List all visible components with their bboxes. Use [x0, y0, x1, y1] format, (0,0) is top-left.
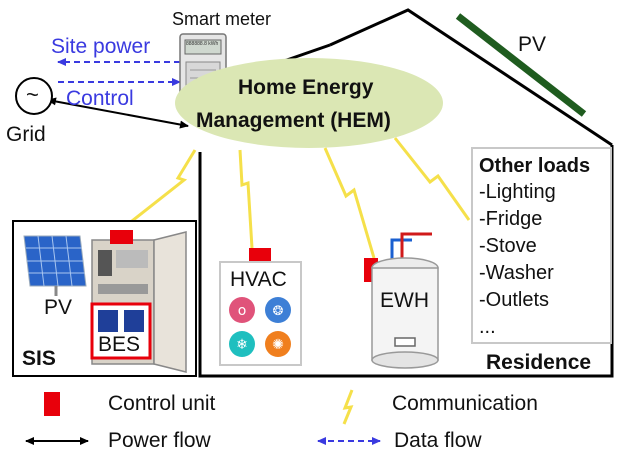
legend-control-unit-label: Control unit [108, 392, 216, 415]
grid-power-arrow [47, 97, 189, 129]
legend-control-unit-swatch [44, 392, 60, 416]
other-loads-item: -Stove [479, 235, 537, 257]
comm-bolt-sis [117, 149, 197, 234]
legend-communication-label: Communication [392, 392, 538, 415]
hvac-vent-icon [265, 331, 291, 357]
hvac-cool-icon [229, 331, 255, 357]
site-power-label: Site power [51, 35, 151, 58]
residence-label: Residence [486, 351, 592, 374]
comm-bolt-hvac [238, 149, 254, 249]
other-loads-box: Other loads -Lighting -Fridge -Stove -Wa… [471, 147, 612, 344]
other-loads-title: Other loads [479, 155, 591, 177]
smart-meter-label: Smart meter [172, 9, 272, 29]
control-label: Control [66, 87, 134, 110]
hem-ellipse [175, 58, 443, 148]
sis-solar-panel-icon [23, 235, 87, 296]
bes-battery-right [124, 310, 144, 332]
other-loads-item: -Lighting [479, 181, 556, 203]
svg-text:❂: ❂ [273, 304, 284, 319]
sis-label: SIS [22, 347, 56, 370]
control-unit-hvac [249, 248, 271, 262]
hem-title-line1: Home Energy [238, 76, 374, 99]
legend-data-flow-label: Data flow [394, 429, 482, 452]
comm-bolt-ewh [323, 147, 376, 259]
grid-symbol [15, 77, 53, 115]
svg-text:o: o [238, 303, 247, 319]
svg-text:❄: ❄ [236, 337, 248, 353]
control-unit-sis [110, 230, 133, 244]
other-loads-item: -Outlets [479, 289, 550, 311]
roof-pv-panel [455, 13, 587, 117]
grid-symbol-glyph: ~ [26, 82, 39, 107]
meter-display-text: 888888.8 kWh [186, 41, 219, 47]
hvac-label: HVAC [230, 268, 287, 291]
hvac-fan-icon [265, 297, 291, 323]
svg-text:✺: ✺ [272, 337, 284, 353]
other-loads-item: -Fridge [479, 208, 543, 230]
sis-pv-label: PV [44, 296, 73, 319]
ewh-water-heater-icon [371, 232, 439, 369]
bes-label: BES [98, 333, 141, 356]
ewh-label: EWH [380, 289, 429, 312]
grid-label: Grid [6, 123, 46, 146]
other-loads-item: ... [479, 316, 496, 338]
hem-title-line2: Management (HEM) [196, 109, 391, 132]
hvac-heat-icon [229, 297, 255, 323]
legend-communication-bolt [342, 389, 354, 425]
roof-pv-label: PV [518, 33, 547, 56]
legend-power-flow-label: Power flow [108, 429, 211, 452]
other-loads-item: -Washer [479, 262, 554, 284]
residence-house-outline [198, 8, 614, 378]
bes-battery-left [98, 310, 118, 332]
comm-bolt-other [393, 137, 471, 221]
